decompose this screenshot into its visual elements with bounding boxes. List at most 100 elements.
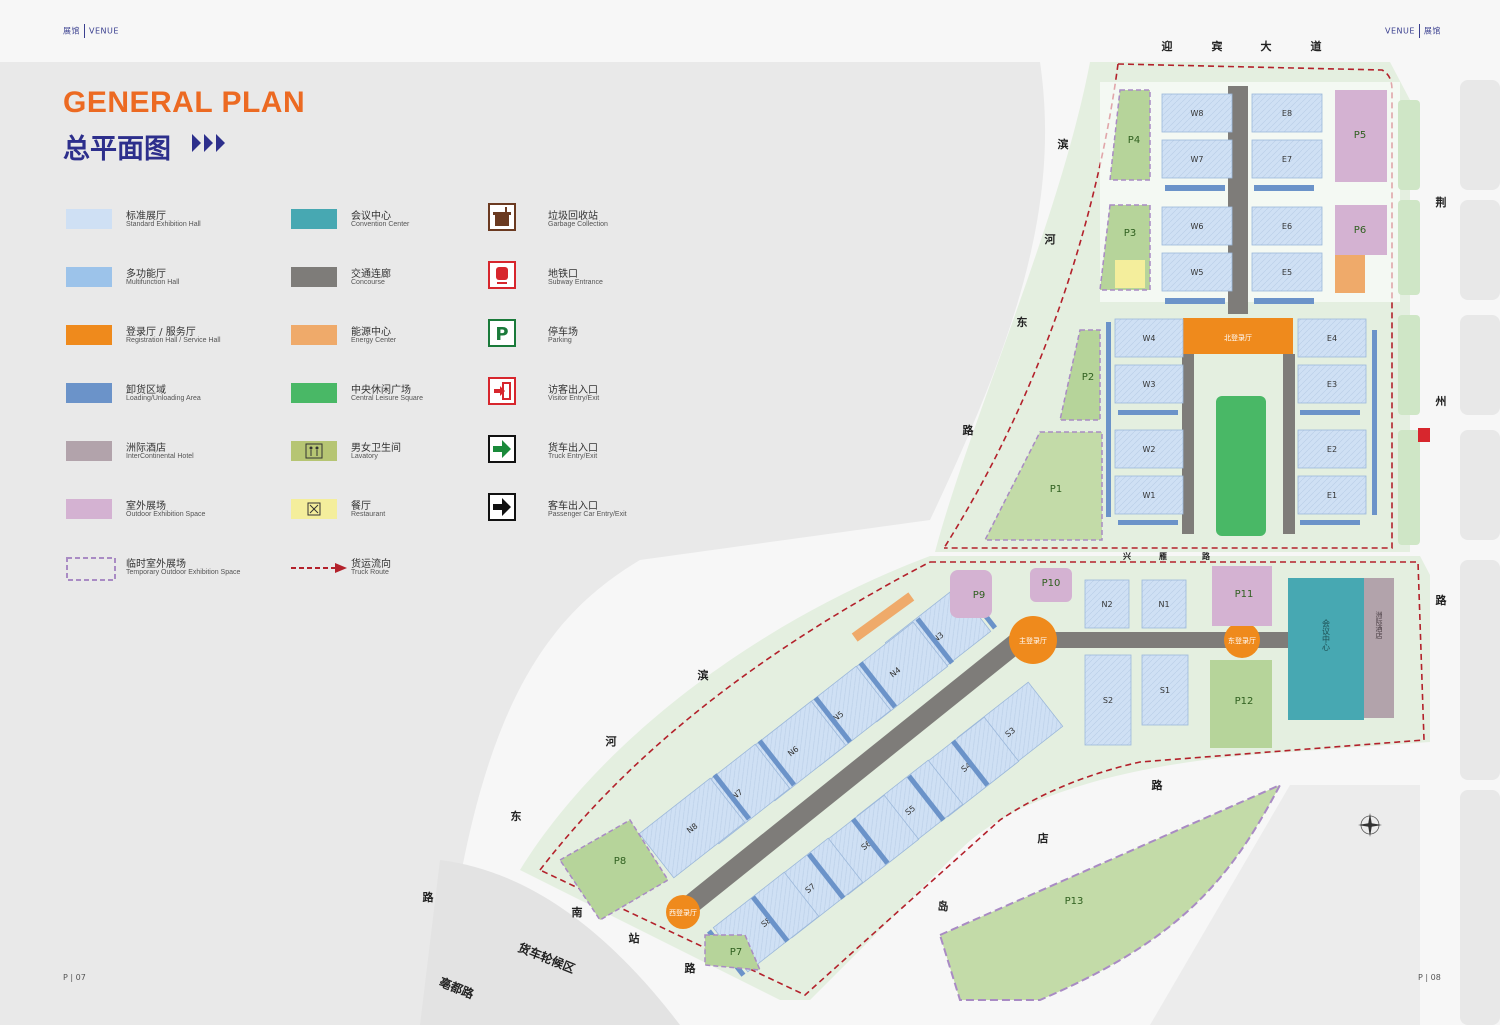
legend-label-en: Loading/Unloading Area xyxy=(126,395,201,402)
hall-label: S1 xyxy=(1160,686,1170,695)
legend-label-en: Energy Center xyxy=(351,337,397,344)
intercontinental-hotel xyxy=(1364,578,1394,718)
road-label-nan-zhan: 南 xyxy=(572,905,583,919)
legend-label-cn: 餐厅 xyxy=(351,501,371,512)
parking-label-p7: P7 xyxy=(730,947,742,958)
exhibition-hall-w7: W7 xyxy=(1161,139,1233,179)
hall-label: W2 xyxy=(1143,445,1156,454)
road-label-jing-zhou: 路 xyxy=(1436,593,1448,607)
exhibition-hall-w6: W6 xyxy=(1161,206,1233,246)
legend-label-en: Passenger Car Entry/Exit xyxy=(548,511,627,518)
road-label-jing-zhou: 荆 xyxy=(1436,195,1447,209)
legend-label-cn: 室外展场 xyxy=(126,501,166,512)
road-label-nan-zhan: 站 xyxy=(629,931,640,945)
loading-strip xyxy=(1300,520,1360,525)
north-walk-west xyxy=(1182,354,1194,534)
loading-strip xyxy=(1165,298,1225,304)
parking-label-p11: P11 xyxy=(1235,589,1254,600)
road-label-xing-yan: 雁 xyxy=(1159,552,1167,561)
road-label-jing-zhou: 州 xyxy=(1435,395,1447,408)
road-label-bin-he-dong-upper: 东 xyxy=(1017,315,1028,329)
hall-label: W4 xyxy=(1143,334,1156,343)
hall-label: W1 xyxy=(1143,491,1156,500)
legend-label-cn: 访客出入口 xyxy=(548,385,598,396)
legend-label-cn: 洲际酒店 xyxy=(126,443,166,454)
legend-label-cn: 货车出入口 xyxy=(548,443,598,454)
legend-label-cn: 货运流向 xyxy=(351,559,391,570)
south-site-boundary xyxy=(539,561,1425,996)
main-reg-hall xyxy=(1009,616,1057,664)
legend-label-en: Central Leisure Square xyxy=(351,395,423,402)
page-number-left: P | 07 xyxy=(63,973,86,982)
exhibition-hall-n2: N2 xyxy=(1084,579,1130,629)
legend-label-cn: 登录厅 / 服务厅 xyxy=(126,327,196,338)
legend-label-en: Multifunction Hall xyxy=(126,279,180,286)
road-label-xing-yan: 路 xyxy=(1202,551,1211,561)
legend-label-en: Temporary Outdoor Exhibition Space xyxy=(126,569,241,576)
parking-label-p2: P2 xyxy=(1082,372,1094,383)
legend-label-en: Parking xyxy=(548,337,572,344)
legend-label-cn: 中央休闲广场 xyxy=(351,385,411,396)
header-left-en: VENUE xyxy=(89,26,119,36)
legend-label-en: Restaurant xyxy=(351,511,386,518)
central-leisure-square xyxy=(1216,396,1266,536)
road-label-ying-bin: 道 xyxy=(1311,39,1322,53)
hall-label: W7 xyxy=(1191,155,1204,164)
legend-label-cn: 临时室外展场 xyxy=(126,559,186,570)
parking-p8 xyxy=(558,818,670,922)
legend-swatch xyxy=(66,267,112,287)
south-concourse xyxy=(683,632,1027,913)
header-left-cn: 展馆 xyxy=(63,26,80,36)
road-label-dian-dong: 岛 xyxy=(938,899,949,913)
triple-chevron-icon xyxy=(192,134,225,152)
road-label-bin-he-dong-lower: 河 xyxy=(606,734,617,748)
parking-label-p1: P1 xyxy=(1050,484,1062,495)
road-label-bin-he-dong-upper: 滨 xyxy=(1058,137,1069,151)
hall-label: N2 xyxy=(1101,600,1112,609)
parking-p10 xyxy=(1030,568,1072,602)
exhibition-hall-e2: E2 xyxy=(1297,429,1367,469)
hall-label: E5 xyxy=(1282,268,1292,277)
legend-swatch xyxy=(66,325,112,345)
road-label-dian-dong: 路 xyxy=(1152,778,1164,792)
legend-label-en: Standard Exhibition Hall xyxy=(126,221,201,228)
main-reg-label: 主登录厅 xyxy=(1019,636,1047,645)
parking-p11 xyxy=(1212,566,1272,626)
legend-label-en: Concourse xyxy=(351,279,385,286)
hotel-label: 洲际酒店 xyxy=(1375,611,1383,640)
exhibition-hall-n8: N8 xyxy=(638,777,746,879)
parking-p6 xyxy=(1335,205,1387,255)
loading-strip xyxy=(757,739,797,787)
legend-label-cn: 客车出入口 xyxy=(548,501,598,512)
exhibition-hall-e8: E8 xyxy=(1251,93,1323,133)
road-label-xing-yan: 兴 xyxy=(1123,551,1131,561)
loading-strip xyxy=(1300,410,1360,415)
road-label-bin-he-dong-lower: 路 xyxy=(423,890,435,904)
subway-icon xyxy=(1418,428,1430,442)
parking-label-p10: P10 xyxy=(1042,578,1061,589)
parking-label-p12: P12 xyxy=(1235,696,1254,707)
convention-label: 会议中心 xyxy=(1322,618,1331,651)
exhibition-hall-w1: W1 xyxy=(1114,475,1184,515)
parking-p4 xyxy=(1109,89,1151,181)
parking-p12 xyxy=(1210,660,1272,748)
loading-strip xyxy=(1165,185,1225,191)
legend-label-en: Subway Entrance xyxy=(548,279,603,286)
north-reg-label: 北登录厅 xyxy=(1224,333,1252,342)
hall-label: W8 xyxy=(1191,109,1204,118)
exhibition-hall-e5: E5 xyxy=(1251,252,1323,292)
header-right-en: VENUE xyxy=(1385,26,1415,36)
legend-label-en: Truck Route xyxy=(351,569,389,576)
parking-p7 xyxy=(704,934,762,971)
road-label-bin-he-dong-lower: 滨 xyxy=(698,668,709,682)
legend-label-cn: 垃圾回收站 xyxy=(548,211,598,222)
